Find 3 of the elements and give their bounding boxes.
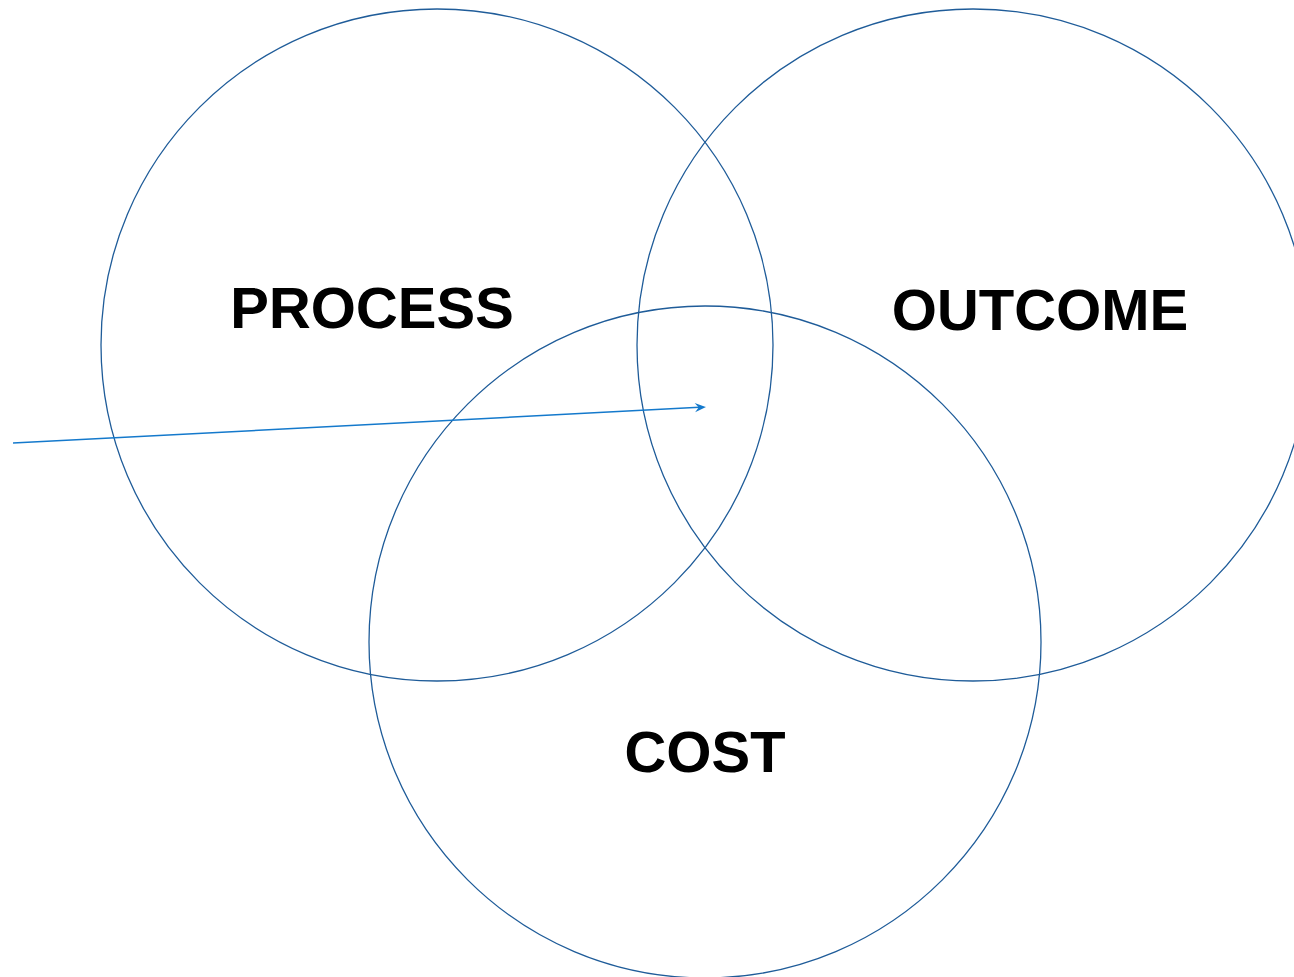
circle-label: OUTCOME [894, 289, 1186, 331]
circle-label: PROCESS [234, 287, 512, 329]
circle-label: COST [626, 731, 785, 773]
